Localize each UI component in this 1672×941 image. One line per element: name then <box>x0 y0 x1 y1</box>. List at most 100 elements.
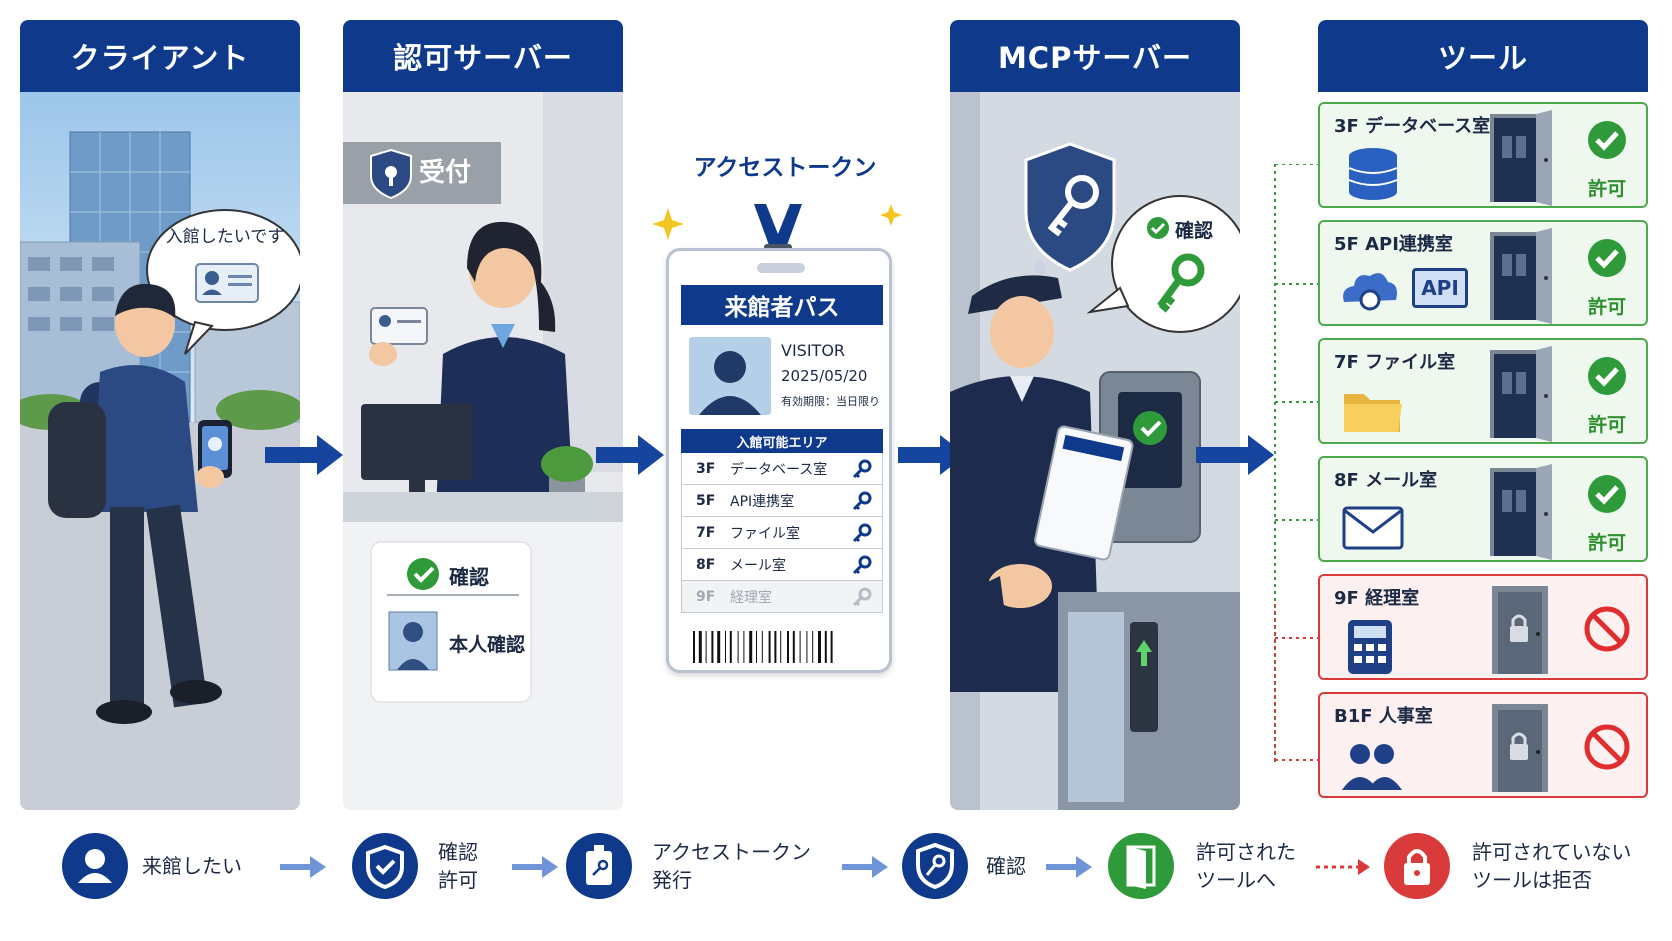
badge-key-icon <box>586 845 612 885</box>
tool-card[interactable]: 5F API連携室 API 許可 <box>1318 220 1648 326</box>
allowed-label: 許可 <box>1587 414 1626 436</box>
people-icon <box>1342 744 1402 790</box>
flow-arrow-3 <box>898 435 966 475</box>
legend-arrow <box>1046 856 1092 878</box>
allowed-area-row: 3F データベース室 <box>681 453 883 485</box>
user-icon <box>78 849 112 883</box>
door-icon <box>1126 845 1156 889</box>
visitor-pass-title: 来館者パス <box>681 285 883 325</box>
denied-status <box>1582 708 1632 784</box>
calculator-icon <box>1348 620 1392 674</box>
legend-step-text: 許可された ツールへ <box>1196 840 1296 892</box>
check-icon <box>1588 121 1626 159</box>
area-floor: 9F <box>696 588 716 605</box>
allowed-label: 許可 <box>1587 178 1626 200</box>
identity-check-label: 本人確認 <box>449 634 526 656</box>
locked-door-icon <box>1492 704 1548 792</box>
area-name: 経理室 <box>730 589 772 606</box>
validity-text: 有効期限：当日限り <box>781 395 880 408</box>
api-badge: API <box>1412 268 1468 308</box>
mcp-confirm-label: 確認 <box>1175 220 1214 242</box>
tool-name: B1F 人事室 <box>1334 706 1433 727</box>
allowed-status: 許可 <box>1582 118 1632 200</box>
lock-icon <box>1404 849 1430 885</box>
mcp-server-panel: MCPサーバー <box>950 20 1240 810</box>
check-icon <box>1588 357 1626 395</box>
area-name: データベース室 <box>730 461 828 478</box>
tool-name: 5F API連携室 <box>1334 234 1453 255</box>
client-scene: 入館したいです <box>20 92 300 810</box>
allowed-area-header: 入館可能エリア <box>681 429 883 453</box>
denied-status <box>1582 590 1632 666</box>
allowed-area-row: 8F メール室 <box>681 549 883 581</box>
barcode <box>693 631 833 663</box>
locked-door-icon <box>1492 586 1548 674</box>
legend-step-icon <box>1384 833 1450 899</box>
legend-arrow <box>842 856 888 878</box>
legend-arrow <box>280 856 326 878</box>
tool-name: 7F ファイル室 <box>1334 352 1456 373</box>
open-door-icon <box>1490 228 1552 324</box>
area-floor: 3F <box>696 460 716 477</box>
legend-step-text: 確認 許可 <box>438 840 478 892</box>
key-icon <box>852 491 872 511</box>
allowed-area-row: 5F API連携室 <box>681 485 883 517</box>
legend-step-text: 来館したい <box>142 854 242 878</box>
allowed-label: 許可 <box>1587 296 1626 318</box>
legend-step-icon <box>902 833 968 899</box>
key-icon <box>852 555 872 575</box>
legend-arrow <box>512 856 558 878</box>
legend-step-icon <box>566 833 632 899</box>
prohibited-icon <box>1584 724 1630 770</box>
allowed-status: 許可 <box>1582 472 1632 554</box>
tool-card[interactable]: 9F 経理室 <box>1318 574 1648 680</box>
client-illustration <box>20 92 300 810</box>
allowed-label: 許可 <box>1587 532 1626 554</box>
area-floor: 8F <box>696 556 716 573</box>
card-slot <box>757 263 805 273</box>
auth-scene: 受付 確認 本人確認 <box>343 92 623 810</box>
tool-card[interactable]: 7F ファイル室許可 <box>1318 338 1648 444</box>
area-name: API連携室 <box>730 493 795 510</box>
visit-date: 2025/05/20 <box>781 367 868 385</box>
client-panel-title: クライアント <box>20 20 300 92</box>
legend-step-icon <box>62 833 128 899</box>
tool-name: 8F メール室 <box>1334 470 1438 491</box>
auth-panel-title: 認可サーバー <box>343 20 623 92</box>
open-door-icon <box>1490 346 1552 442</box>
mail-icon <box>1342 506 1404 550</box>
open-door-icon <box>1490 110 1552 206</box>
visitor-pass-card: 来館者パス VISITOR 2025/05/20 有効期限：当日限り 入館可能エ… <box>666 248 892 673</box>
check-icon <box>1588 239 1626 277</box>
legend-denied-arrow <box>1316 859 1370 875</box>
auth-illustration <box>343 92 623 810</box>
visitor-photo <box>689 337 771 415</box>
legend-step-text: アクセストークン 発行 <box>652 840 811 892</box>
tool-card[interactable]: 3F データベース室許可 <box>1318 102 1648 208</box>
api-icon <box>1343 273 1397 311</box>
tool-name: 3F データベース室 <box>1334 116 1491 137</box>
tool-card[interactable]: 8F メール室許可 <box>1318 456 1648 562</box>
area-name: メール室 <box>730 557 786 574</box>
mcp-illustration <box>950 92 1240 810</box>
flow-arrow-4 <box>1196 435 1274 475</box>
area-floor: 5F <box>696 492 716 509</box>
area-floor: 7F <box>696 524 716 541</box>
allowed-status: 許可 <box>1582 354 1632 436</box>
reception-sign-label: 受付 <box>419 158 472 188</box>
tool-name: 9F 経理室 <box>1334 588 1420 609</box>
visitor-silhouette-icon <box>699 351 761 415</box>
flow-arrow-2 <box>596 435 664 475</box>
key-icon <box>852 523 872 543</box>
auth-server-panel: 認可サーバー <box>343 20 623 810</box>
legend-step-text: 確認 <box>986 854 1026 878</box>
legend-step-icon <box>352 833 418 899</box>
key-icon <box>852 587 872 607</box>
allowed-status: 許可 <box>1582 236 1632 318</box>
legend-step-text: 許可されていない ツールは拒否 <box>1472 840 1632 892</box>
legend-step-icon <box>1108 833 1174 899</box>
shield-check-icon <box>366 844 404 890</box>
tool-card[interactable]: B1F 人事室 <box>1318 692 1648 798</box>
open-door-icon <box>1490 464 1552 560</box>
